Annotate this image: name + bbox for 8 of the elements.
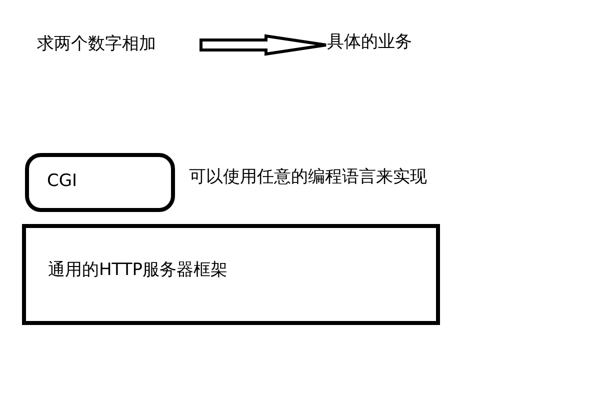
- block-arrow: [200, 34, 328, 56]
- rounded-box: [25, 153, 175, 212]
- label-text: 求两个数字相加: [37, 32, 165, 56]
- side-note: 可以使用任意的编程语言来实现: [189, 166, 427, 188]
- box-label: CGI: [47, 171, 78, 191]
- box-label: 通用的HTTP服务器框架: [48, 259, 228, 281]
- process-box: [22, 224, 440, 325]
- label-text: 具体的业务: [327, 30, 435, 54]
